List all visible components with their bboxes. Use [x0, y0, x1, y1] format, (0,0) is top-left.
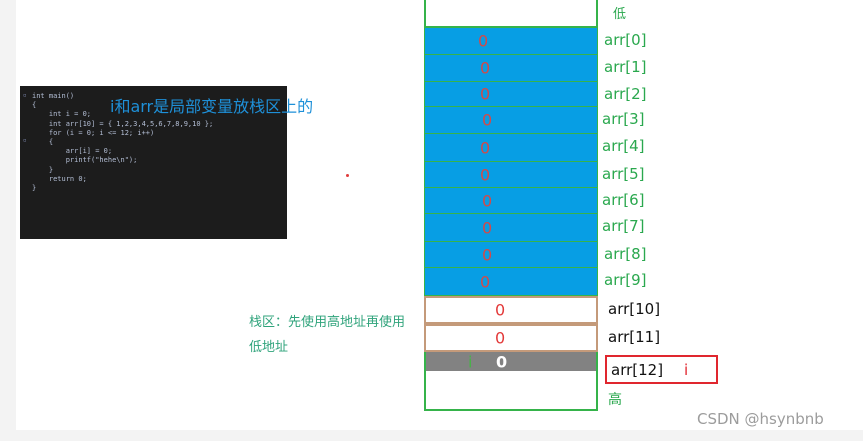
code-line: { [32, 101, 37, 110]
array-cell-value: 0 [482, 245, 493, 264]
i-variable-value: 0 [496, 352, 508, 372]
array-cell-value: 0 [480, 58, 491, 78]
stray-dot [346, 174, 349, 177]
code-gutter: ▫ ▫ [20, 86, 30, 239]
overflow-cell-label: arr[11] [608, 328, 661, 346]
array-cell: 0 [424, 214, 598, 242]
code-line: int main() [32, 92, 75, 100]
array-cell-value: 0 [482, 191, 493, 210]
array-cell: 0 [424, 242, 598, 268]
code-line: printf("hehe\n"); [32, 156, 138, 165]
array-cell-value: 0 [480, 272, 491, 291]
array-cell-label: arr[3] [602, 110, 645, 128]
low-address-label: 低 [613, 7, 627, 22]
overflow-cell: 0 [424, 296, 598, 324]
high-address-label: 高 [608, 392, 622, 408]
stack-cell-bottom [424, 371, 598, 411]
fold-marker: ▫ [23, 137, 27, 144]
array-cell-label: arr[9] [604, 271, 647, 289]
code-screenshot: ▫ ▫ int main(){ int i = 0; int arr[10] =… [20, 86, 287, 239]
array-cell-label: arr[7] [602, 217, 645, 235]
array-cell: 0 [424, 134, 598, 162]
array-cell: 0 [424, 162, 598, 188]
code-line: return 0; [32, 174, 87, 183]
array-cell: 0 [424, 107, 598, 134]
stack-overlay-text: i和arr是局部变量放栈区上的 [110, 97, 314, 116]
array-cell: 0 [424, 55, 598, 82]
array-cell: 0 [424, 82, 598, 107]
code-line: } [32, 165, 54, 174]
array-cell-label: arr[6] [602, 191, 645, 209]
array-cell: 0 [424, 188, 598, 214]
array-cell-value: 0 [480, 84, 491, 104]
arr12-i-callout: i [684, 361, 689, 379]
overflow-cell-label: arr[10] [608, 300, 661, 318]
array-cell: 0 [424, 28, 598, 55]
array-cell-label: arr[5] [602, 165, 645, 183]
array-cell-label: arr[1] [604, 58, 647, 76]
array-cell-label: arr[8] [604, 245, 647, 263]
stack-cell-top [424, 0, 598, 28]
array-cell-label: arr[4] [602, 137, 645, 155]
code-line: int i = 0; [32, 110, 92, 119]
array-cell-value: 0 [482, 218, 493, 237]
overflow-cell-value: 0 [495, 300, 506, 320]
code-line: for (i = 0; i <= 12; i++) [32, 128, 155, 137]
code-line: int arr[10] = { 1,2,3,4,5,6,7,8,9,10 }; [32, 119, 214, 128]
array-cell-label: arr[2] [604, 85, 647, 103]
arr12-highlight-box: arr[12] i [605, 355, 718, 384]
array-cell-value: 0 [482, 110, 493, 130]
code-line: arr[i] = 0; [32, 147, 113, 156]
array-cell-value: 0 [478, 31, 489, 51]
code-block: int main(){ int i = 0; int arr[10] = { 1… [20, 92, 213, 193]
array-cell-value: 0 [480, 138, 491, 157]
overflow-cell-value: 0 [495, 328, 506, 348]
array-cell-value: 0 [480, 165, 491, 184]
i-variable-name: i [468, 352, 473, 372]
array-cell-label: arr[0] [604, 31, 647, 49]
array-cell: 0 [424, 268, 598, 296]
watermark: CSDN @hsynbnb [697, 410, 824, 428]
overflow-cell: 0 [424, 324, 598, 352]
arr12-label: arr[12] [611, 361, 664, 379]
stack-note: 栈区：先使用高地址再使用低地址 [249, 315, 406, 355]
fold-marker: ▫ [23, 92, 27, 99]
code-line: } [32, 184, 37, 193]
code-line: { [32, 138, 54, 147]
